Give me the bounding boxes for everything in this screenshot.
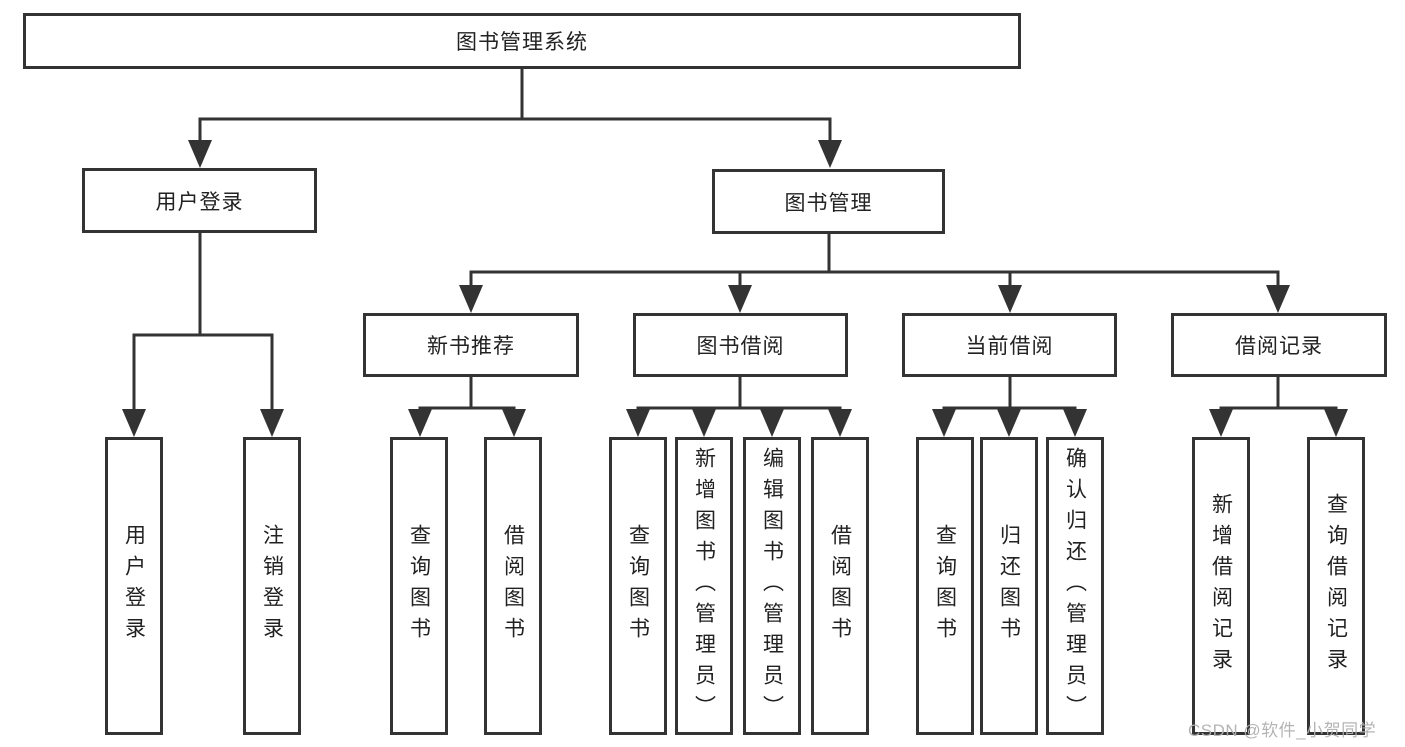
node-book-management-branch: 图书管理 (712, 169, 945, 234)
node-current-borrowing: 当前借阅 (902, 313, 1117, 377)
leaf-newbook-query-books-label: 查询图书 (407, 524, 431, 648)
leaf-records-add-record: 新增借阅记录 (1192, 437, 1250, 735)
node-root-title: 图书管理系统 (23, 13, 1021, 69)
leaf-borrowing-borrow-books-label: 借阅图书 (828, 524, 852, 648)
arrow-down-icons (122, 140, 1348, 437)
leaf-borrowing-edit-books-admin-label: 编辑图书（管理员） (760, 446, 784, 726)
leaf-records-add-record-label: 新增借阅记录 (1209, 493, 1233, 679)
leaf-borrowing-edit-books-admin: 编辑图书（管理员） (743, 437, 801, 735)
node-user-login-branch: 用户登录 (82, 168, 317, 233)
leaf-current-return-books: 归还图书 (980, 437, 1038, 735)
leaf-current-query-books: 查询图书 (916, 437, 974, 735)
leaf-borrowing-add-books-admin-label: 新增图书（管理员） (692, 446, 716, 726)
leaf-newbook-borrow-books: 借阅图书 (484, 437, 542, 735)
leaf-current-confirm-return-admin-label: 确认归还（管理员） (1063, 446, 1087, 726)
connector-lines (132, 67, 1338, 416)
node-book-borrowing: 图书借阅 (633, 313, 848, 377)
leaf-logout-label: 注销登录 (260, 524, 284, 648)
leaf-user-login: 用户登录 (105, 437, 163, 735)
leaf-current-query-books-label: 查询图书 (933, 524, 957, 648)
leaf-borrowing-query-books-label: 查询图书 (626, 524, 650, 648)
leaf-borrowing-borrow-books: 借阅图书 (811, 437, 869, 735)
leaf-current-confirm-return-admin: 确认归还（管理员） (1046, 437, 1104, 735)
leaf-records-query-record: 查询借阅记录 (1307, 437, 1365, 735)
csdn-watermark: CSDN @软件_小贺同学 (1188, 721, 1377, 740)
leaf-borrowing-query-books: 查询图书 (609, 437, 667, 735)
leaf-user-login-label: 用户登录 (122, 524, 146, 648)
leaf-logout: 注销登录 (243, 437, 301, 735)
leaf-newbook-borrow-books-label: 借阅图书 (501, 524, 525, 648)
leaf-borrowing-add-books-admin: 新增图书（管理员） (675, 437, 733, 735)
node-new-book-recommend: 新书推荐 (363, 313, 579, 377)
leaf-current-return-books-label: 归还图书 (997, 524, 1021, 648)
node-borrowing-records: 借阅记录 (1171, 313, 1387, 377)
leaf-newbook-query-books: 查询图书 (390, 437, 448, 735)
leaf-records-query-record-label: 查询借阅记录 (1324, 493, 1348, 679)
